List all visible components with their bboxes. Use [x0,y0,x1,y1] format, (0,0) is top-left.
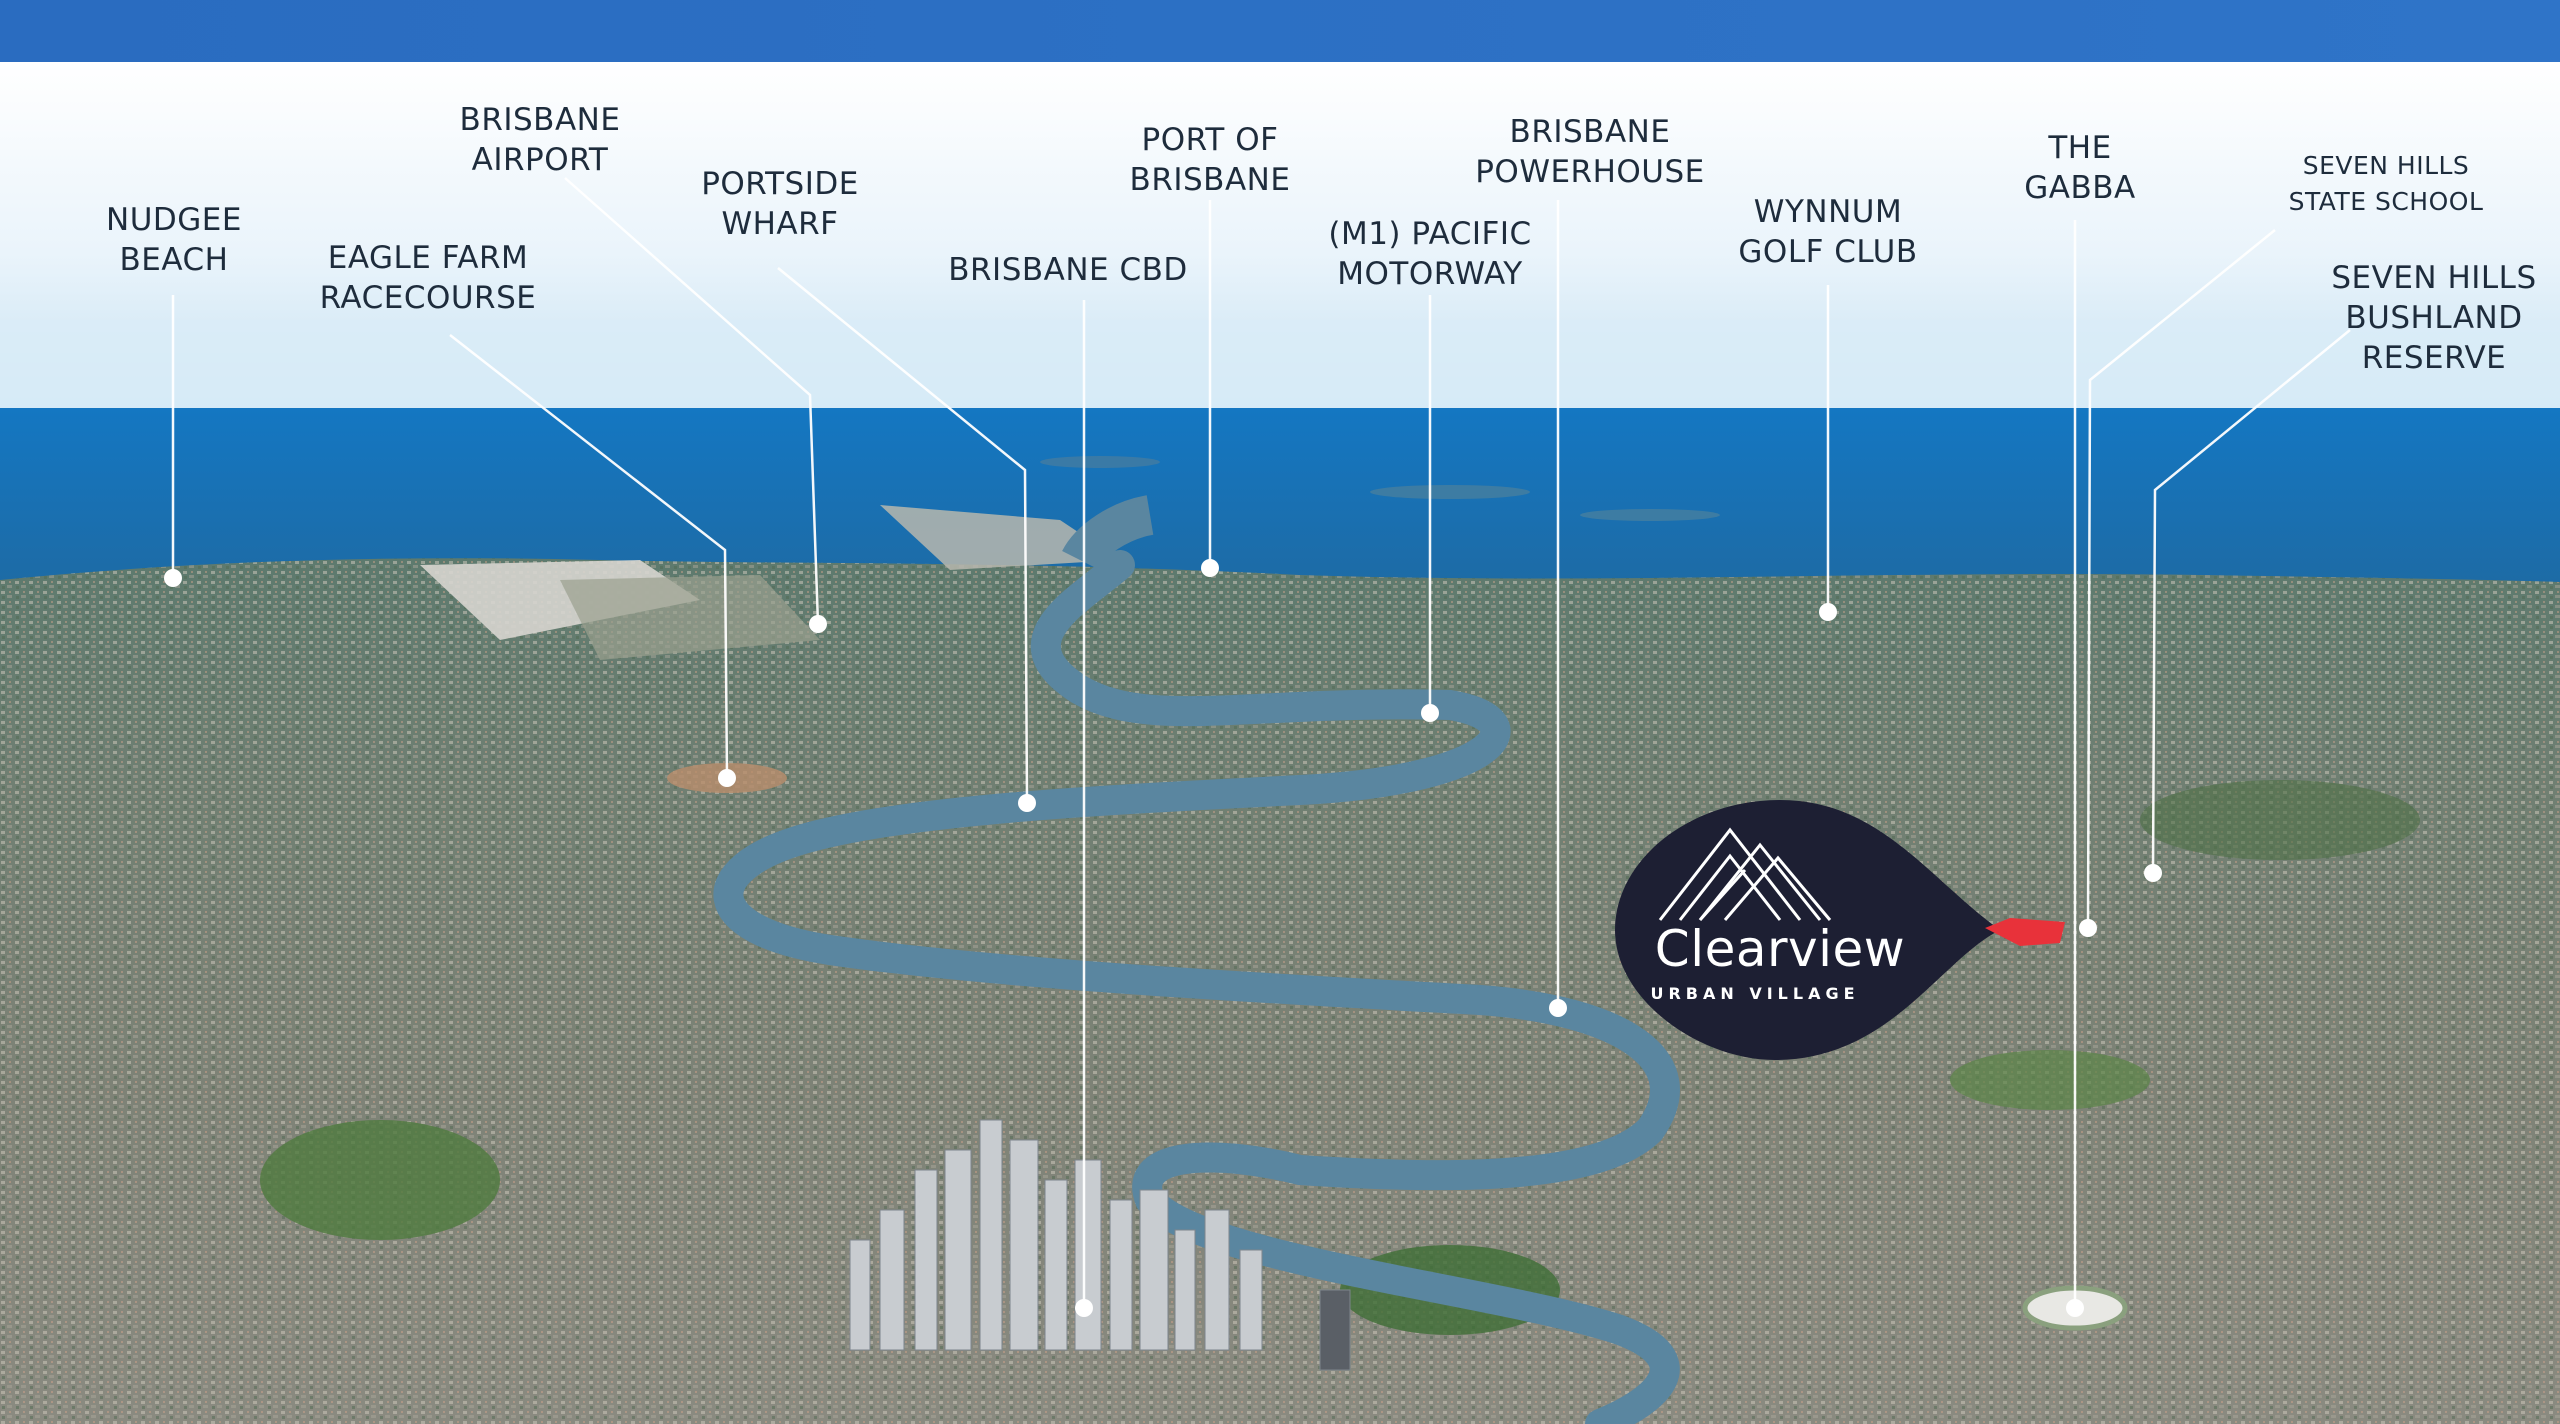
label-port-of-brisbane: PORT OF BRISBANE [1129,122,1291,198]
leader-lines [171,177,2351,1308]
port-area [880,505,1120,570]
park [260,1120,500,1240]
label-portside-wharf: PORTSIDE WHARF [701,166,859,242]
clearview-location-pin [1615,800,2065,1060]
leader-dots [164,559,2162,1317]
label-brisbane-airport: BRISBANE AIRPORT [459,102,621,178]
brand-name: Clearview [1654,920,1906,978]
park [1950,1050,2150,1110]
mountain-peaks-icon [1658,827,1832,922]
label-seven-hills-state-school: SEVEN HILLS STATE SCHOOL [2288,151,2484,216]
airport-apron [560,575,820,660]
label-seven-hills-bushland-reserve: SEVEN HILLS BUSHLAND RESERVE [2331,260,2537,376]
cbd-towers [849,1119,1351,1371]
park [2140,780,2420,860]
label-nudgee-beach: NUDGEE BEACH [106,202,242,278]
island [1370,485,1530,499]
brand-subtitle: URBAN VILLAGE [1650,984,1860,1003]
site-boundary-marker [1985,918,2065,946]
label-brisbane-cbd: BRISBANE CBD [948,252,1188,288]
label-brisbane-powerhouse: BRISBANE POWERHOUSE [1475,114,1705,190]
island [1580,509,1720,521]
island [1040,456,1160,468]
label-wynnum-golf-club: WYNNUM GOLF CLUB [1738,194,1918,270]
label-the-gabba: THE GABBA [2024,130,2136,206]
horizon-haze [0,320,2560,410]
label-eagle-farm-racecourse: EAGLE FARM RACECOURSE [319,240,537,316]
top-banner-bar [0,0,2560,62]
label-m1-pacific-motorway: (M1) PACIFIC MOTORWAY [1328,216,1532,292]
